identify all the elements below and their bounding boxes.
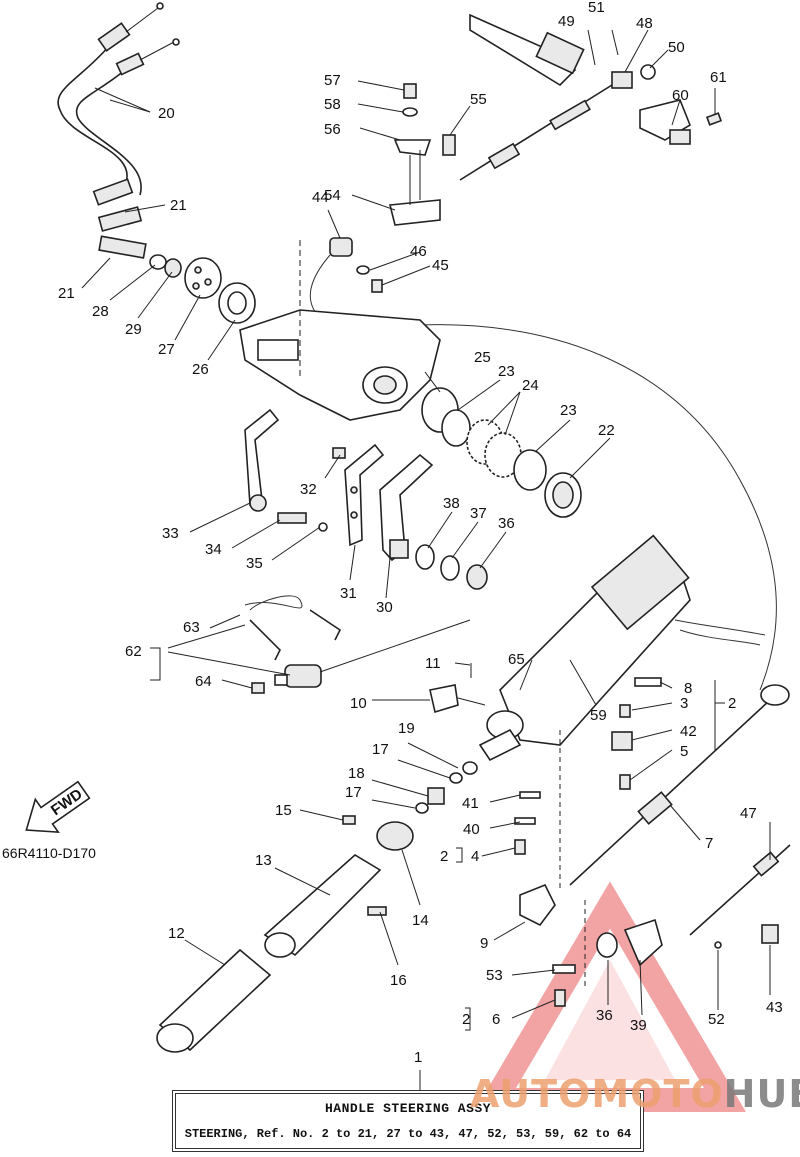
lever-arms — [244, 408, 434, 562]
callout-24: 24 — [522, 377, 539, 394]
callout-4: 4 — [471, 848, 479, 865]
throttle-cables — [57, 2, 180, 259]
callout-12: 12 — [168, 925, 185, 942]
callout-10: 10 — [350, 695, 367, 712]
callout-23b: 23 — [560, 402, 577, 419]
callout-27: 27 — [158, 341, 175, 358]
callout-35: 35 — [246, 555, 263, 572]
callout-59: 59 — [590, 707, 607, 724]
callout-57: 57 — [324, 72, 341, 89]
callout-58: 58 — [324, 96, 341, 113]
guide-curve — [419, 324, 777, 691]
callout-26: 26 — [192, 361, 209, 378]
rings-38-37-36 — [415, 544, 488, 590]
leader-lines — [81, 29, 771, 1090]
washer-stack — [421, 387, 582, 518]
callout-43: 43 — [766, 999, 783, 1016]
callout-61: 61 — [710, 69, 727, 86]
callout-14: 14 — [412, 912, 429, 929]
callout-19: 19 — [398, 720, 415, 737]
callout-33: 33 — [162, 525, 179, 542]
callout-50: 50 — [668, 39, 685, 56]
callout-34: 34 — [205, 541, 222, 558]
callout-7: 7 — [705, 835, 713, 852]
callout-47: 47 — [740, 805, 757, 822]
callout-11: 11 — [425, 655, 441, 672]
callout-13: 13 — [255, 852, 272, 869]
callout-62: 62 — [125, 643, 142, 660]
callout-32: 32 — [300, 481, 317, 498]
callout-9: 9 — [480, 935, 488, 952]
watermark-part-a: AUTOMOTO — [470, 1072, 724, 1116]
callout-8: 8 — [684, 680, 692, 697]
shift-linkage — [329, 83, 456, 293]
callout-60: 60 — [672, 87, 689, 104]
watermark-part-b: HUB — [723, 1072, 800, 1116]
callout-64: 64 — [195, 673, 212, 690]
callout-17a: 17 — [372, 741, 389, 758]
callout-5: 5 — [680, 743, 688, 760]
callout-labels: 1 2 2 2 3 4 5 6 7 8 9 10 11 12 13 14 15 … — [58, 0, 783, 1066]
callout-22: 22 — [598, 422, 615, 439]
callout-30: 30 — [376, 599, 393, 616]
fwd-arrow: FWD — [25, 780, 91, 834]
callout-38: 38 — [443, 495, 460, 512]
bracket-housing — [239, 240, 441, 421]
callout-1: 1 — [414, 1049, 422, 1066]
callout-54: 54 — [324, 187, 341, 204]
callout-3: 3 — [680, 695, 688, 712]
callout-40: 40 — [463, 821, 480, 838]
callout-42: 42 — [680, 723, 697, 740]
callout-45: 45 — [432, 257, 449, 274]
callout-20: 20 — [158, 105, 175, 122]
caption-text: STEERING, Ref. No. 2 to 21, 27 to 43, 47… — [184, 1127, 632, 1141]
callout-41: 41 — [462, 795, 479, 812]
callout-65: 65 — [508, 651, 525, 668]
callout-21a: 21 — [170, 197, 187, 214]
callout-25: 25 — [474, 349, 491, 366]
callout-36b: 36 — [596, 1007, 613, 1024]
callout-31: 31 — [340, 585, 357, 602]
right-parts — [514, 677, 791, 1007]
callout-6: 6 — [492, 1011, 500, 1028]
callout-63: 63 — [183, 619, 200, 636]
callout-44: 44 — [312, 189, 329, 206]
callout-37: 37 — [470, 505, 487, 522]
callout-39: 39 — [630, 1017, 647, 1034]
callout-21b: 21 — [58, 285, 75, 302]
steering-handle-body — [478, 534, 766, 762]
callout-2b: 2 — [440, 848, 448, 865]
handle-grips — [156, 815, 414, 1053]
friction-parts — [415, 663, 486, 814]
callout-2a: 2 — [728, 695, 736, 712]
callout-48: 48 — [636, 15, 653, 32]
callout-23a: 23 — [498, 363, 515, 380]
callout-55: 55 — [470, 91, 487, 108]
callout-28: 28 — [92, 303, 109, 320]
callout-17b: 17 — [345, 784, 362, 801]
caption-title: HANDLE STEERING ASSY — [324, 1101, 492, 1116]
callout-52: 52 — [708, 1011, 725, 1028]
diagram-code: 66R4110-D170 — [2, 845, 96, 861]
callout-46: 46 — [410, 243, 427, 260]
callout-29: 29 — [125, 321, 142, 338]
callout-56: 56 — [324, 121, 341, 138]
callout-18: 18 — [348, 765, 365, 782]
caption-box: HANDLE STEERING ASSY STEERING, Ref. No. … — [172, 1090, 644, 1152]
callout-2c: 2 — [462, 1011, 470, 1028]
shift-cable-top — [459, 13, 723, 181]
watermark-logo: AUTOMOTOHUB — [470, 1072, 800, 1116]
kill-switch — [244, 595, 471, 694]
callout-51: 51 — [588, 0, 605, 16]
cable-grommets — [149, 254, 256, 324]
callout-53: 53 — [486, 967, 503, 984]
callout-16: 16 — [390, 972, 407, 989]
callout-49: 49 — [558, 13, 575, 30]
callout-15: 15 — [275, 802, 292, 819]
callout-36a: 36 — [498, 515, 515, 532]
